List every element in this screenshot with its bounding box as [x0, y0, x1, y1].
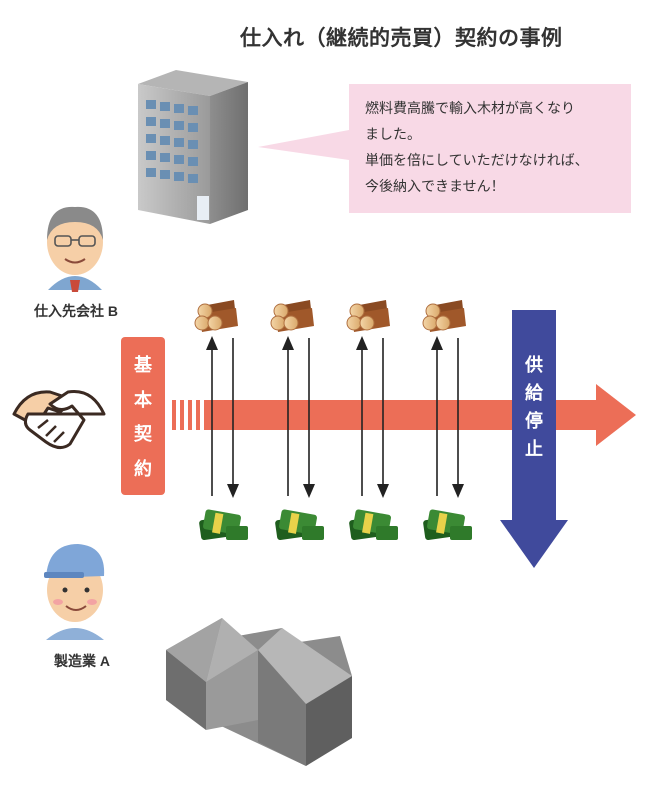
speech-line: 燃料費高騰で輸入木材が高くなり: [365, 101, 575, 117]
contract-arrow: [172, 384, 636, 446]
money-bundle-icon: [199, 509, 248, 541]
manufacturer-label: 製造業 A: [53, 653, 110, 669]
office-building-icon: [138, 70, 248, 224]
manufacturer-person-icon: [44, 544, 105, 640]
log-bundle-icon: [346, 300, 390, 332]
money-bundle-icon: [423, 509, 472, 541]
contract-char: 約: [134, 458, 152, 480]
stop-char: 止: [525, 439, 543, 460]
supply-stop-label: 供 給 停 止: [514, 352, 554, 464]
contract-char: 契: [134, 424, 152, 446]
log-bundle-icon: [422, 300, 466, 332]
log-bundle-icon: [270, 300, 314, 332]
speech-bubble-tail: [258, 130, 349, 160]
speech-line: ました。: [365, 127, 421, 143]
exchange-arrows: [206, 336, 464, 498]
page-title: 仕入れ（継続的売買）契約の事例: [240, 26, 563, 50]
money-bundle-icon: [275, 509, 324, 541]
factory-icon: [166, 618, 352, 766]
stop-char: 供: [525, 355, 543, 376]
contract-char: 本: [134, 389, 152, 411]
speech-bubble: 燃料費高騰で輸入木材が高くなり ました。 単価を倍にしていただけなければ、 今後…: [349, 84, 631, 213]
contract-char: 基: [134, 355, 152, 377]
speech-line: 単価を倍にしていただけなければ、: [365, 153, 589, 169]
basic-contract-box: 基 本 契 約: [121, 337, 165, 495]
log-bundle-icon: [194, 300, 238, 332]
supplier-label: 仕入先会社 B: [33, 303, 118, 319]
speech-line: 今後納入できません！: [365, 179, 505, 195]
supplier-person-icon: [47, 206, 103, 292]
supply-stop-arrow: [500, 310, 568, 568]
handshake-icon: [12, 389, 106, 449]
money-bundle-icon: [349, 509, 398, 541]
stop-char: 給: [525, 383, 543, 404]
stop-char: 停: [525, 411, 543, 432]
